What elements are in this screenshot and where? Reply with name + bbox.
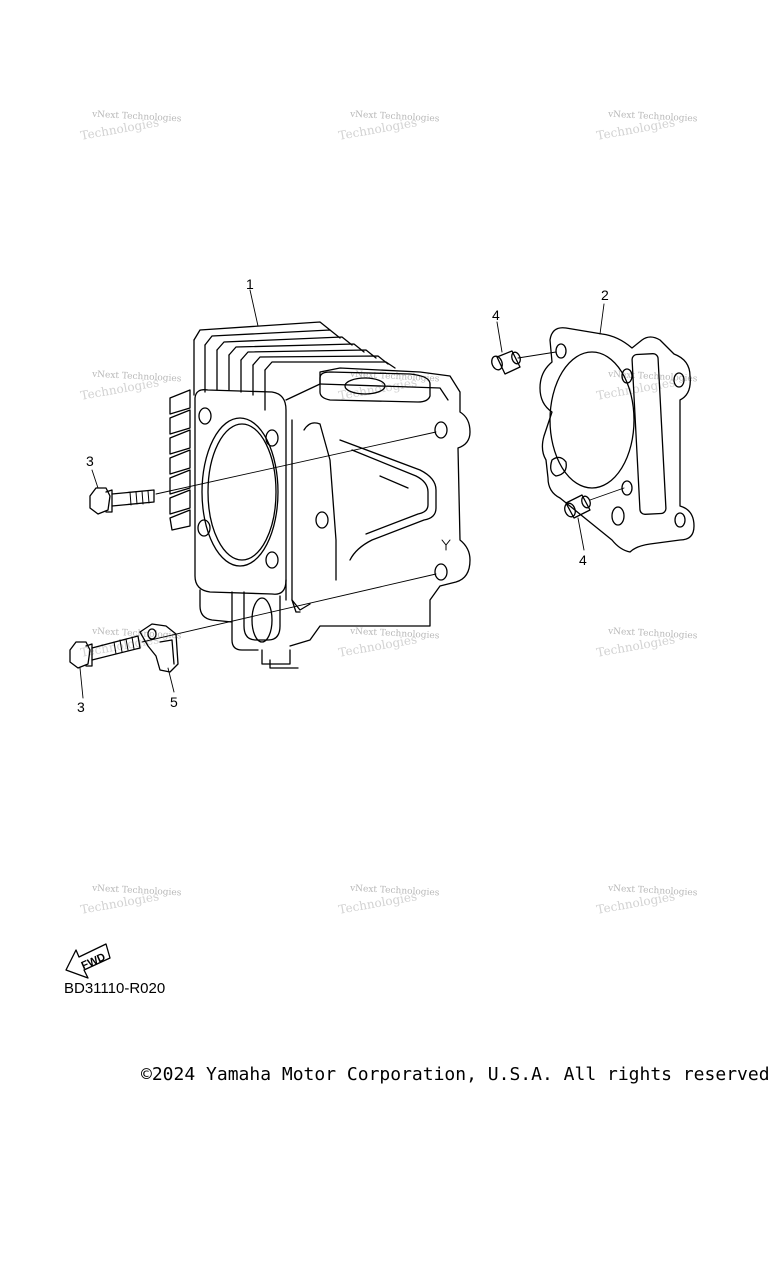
cylinder-part[interactable] xyxy=(169,321,471,669)
callout-4[interactable]: 4 xyxy=(492,307,500,323)
dowel-pin-part[interactable] xyxy=(563,494,592,519)
callout-3[interactable]: 3 xyxy=(77,699,85,715)
callout-5[interactable]: 5 xyxy=(170,694,178,710)
callout-1[interactable]: 1 xyxy=(246,276,254,292)
flange-bolt-part[interactable] xyxy=(89,487,155,515)
flange-bolt-part[interactable] xyxy=(69,635,141,669)
callout-2[interactable]: 2 xyxy=(601,287,609,303)
assembly-lines xyxy=(79,289,625,699)
dowel-pin-part[interactable] xyxy=(490,350,522,375)
callout-3[interactable]: 3 xyxy=(86,453,94,469)
cylinder-head-gasket-part[interactable] xyxy=(539,327,695,553)
fwd-arrow-icon: FWD xyxy=(65,943,111,979)
callout-4[interactable]: 4 xyxy=(579,552,587,568)
copyright-notice: ©2024 Yamaha Motor Corporation, U.S.A. A… xyxy=(141,1064,768,1085)
hose-clamp-part[interactable] xyxy=(139,623,179,673)
diagram-code: BD31110-R020 xyxy=(64,980,166,997)
